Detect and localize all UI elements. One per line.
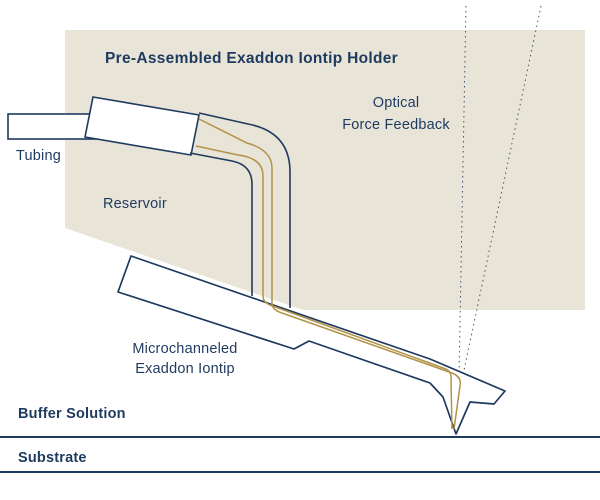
iontip-chip-shape <box>117 255 506 435</box>
reservoir-funnel-upper <box>198 118 462 430</box>
tubing-label: Tubing <box>16 148 61 164</box>
reservoir-funnel-lower <box>195 145 453 430</box>
buffer-solution-label: Buffer Solution <box>18 406 126 422</box>
page-title: Pre-Assembled Exaddon Iontip Holder <box>105 50 398 67</box>
reservoir-label: Reservoir <box>103 196 167 212</box>
optical-feedback-label-line2: Force Feedback <box>342 117 450 133</box>
microchannel-label-line2: Exaddon Iontip <box>135 361 235 377</box>
substrate-label: Substrate <box>18 450 87 466</box>
fitting-shape <box>84 96 200 156</box>
microchannel-label-line1: Microchanneled <box>132 341 237 357</box>
capillary-outer-outline <box>198 112 291 308</box>
holder-body <box>65 30 585 310</box>
optical-feedback-label-line1: Optical <box>373 95 420 111</box>
capillary-inner-outline <box>189 152 253 296</box>
